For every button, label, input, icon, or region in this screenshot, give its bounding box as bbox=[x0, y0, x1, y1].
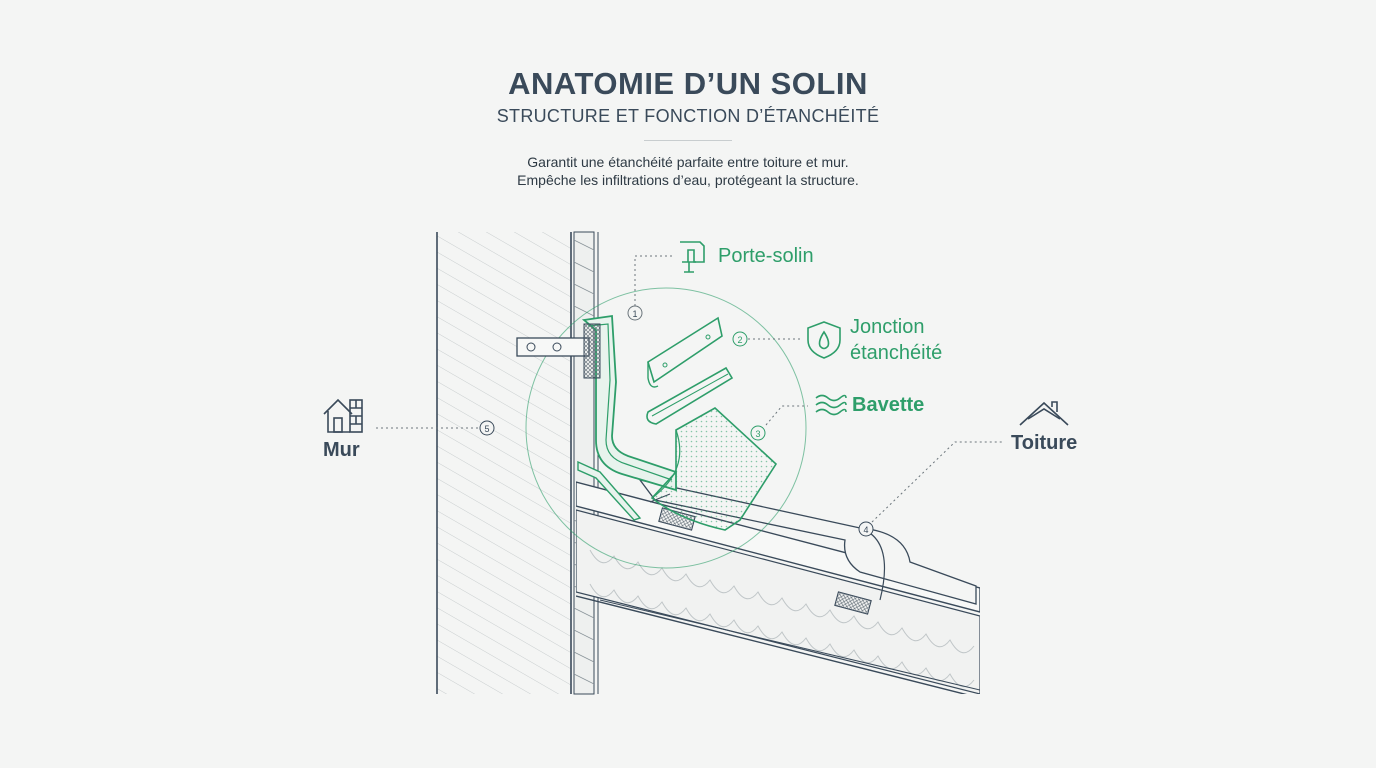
wall-section bbox=[436, 231, 599, 695]
marker-2-number: 2 bbox=[737, 335, 742, 345]
leader-lines bbox=[376, 255, 1002, 523]
label-porte-solin: Porte-solin bbox=[718, 245, 814, 267]
title-divider bbox=[644, 140, 732, 141]
marker-1-number: 1 bbox=[632, 309, 637, 319]
marker-5: 5 bbox=[479, 420, 495, 436]
roof-icon bbox=[1019, 401, 1069, 426]
label-toiture: Toiture bbox=[1011, 432, 1078, 454]
label-bavette: Bavette bbox=[852, 394, 925, 416]
description-line-2: Empêche les infiltrations d’eau, protége… bbox=[517, 172, 859, 188]
marker-2: 2 bbox=[732, 331, 748, 347]
flashing-profile bbox=[577, 314, 677, 521]
marker-5-number: 5 bbox=[484, 424, 489, 434]
description-line-1: Garantit une étanchéité parfaite entre t… bbox=[527, 154, 849, 170]
bavette-skirt bbox=[650, 407, 778, 531]
waves-icon bbox=[815, 394, 847, 416]
page-title: ANATOMIE D’UN SOLIN bbox=[508, 66, 868, 101]
marker-3-number: 3 bbox=[755, 429, 760, 439]
label-jonction: Jonction étanchéité bbox=[850, 314, 942, 366]
marker-3: 3 bbox=[750, 425, 766, 441]
shield-drop-icon bbox=[807, 321, 841, 359]
marker-4-number: 4 bbox=[863, 525, 868, 535]
marker-1: 1 bbox=[627, 305, 643, 321]
exploded-jonction-profile bbox=[646, 316, 734, 425]
header: ANATOMIE D’UN SOLIN STRUCTURE ET FONCTIO… bbox=[0, 64, 1376, 189]
page-subtitle: STRUCTURE ET FONCTION D’ÉTANCHÉITÉ bbox=[496, 106, 880, 126]
clamp-icon bbox=[680, 241, 705, 273]
porte-solin-bracket bbox=[516, 337, 590, 357]
label-jonction-line-1: Jonction bbox=[850, 316, 925, 338]
detail-circle bbox=[525, 287, 807, 569]
brick-house-icon bbox=[323, 398, 363, 433]
label-mur: Mur bbox=[323, 439, 360, 461]
marker-4: 4 bbox=[858, 521, 874, 537]
label-jonction-line-2: étanchéité bbox=[850, 342, 943, 364]
description: Garantit une étanchéité parfaite entre t… bbox=[0, 153, 1376, 189]
